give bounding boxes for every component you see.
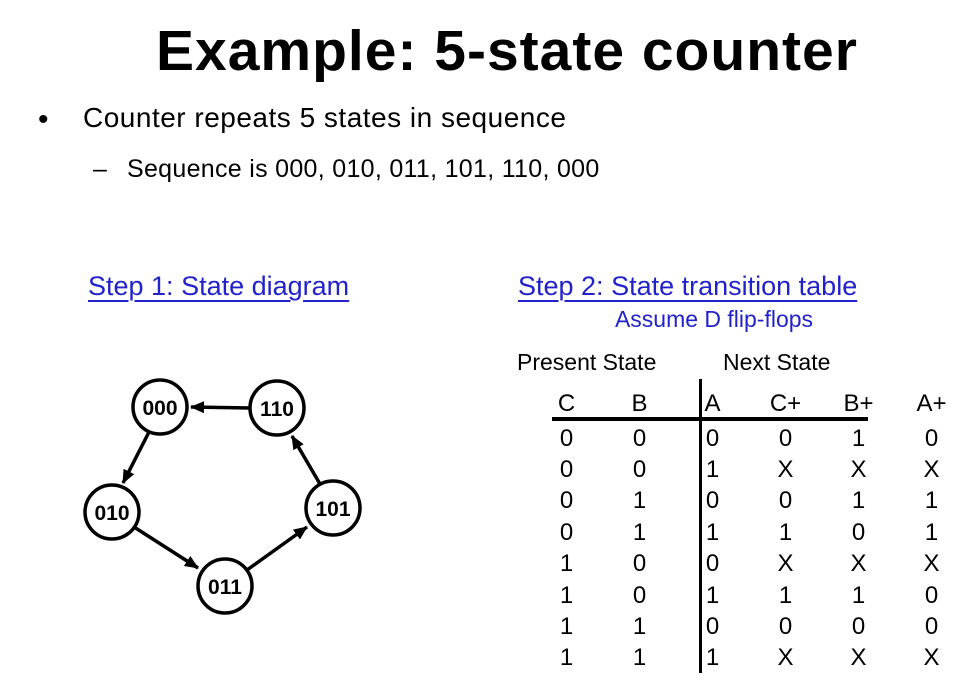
transition-table-header: C B A C+ B+ A+ <box>530 390 965 418</box>
table-cell: 1 <box>632 644 647 672</box>
table-cell: 0 <box>632 456 647 484</box>
table-cell: 1 <box>559 613 574 641</box>
table-cell: 0 <box>705 550 720 578</box>
table-cell: 0 <box>778 424 793 452</box>
state-node-110: 110 <box>248 379 306 437</box>
table-cell: 1 <box>778 581 793 609</box>
present-state-label: Present State <box>517 349 657 375</box>
table-cell: 1 <box>632 487 647 515</box>
bullet-marker-icon: • <box>38 103 49 136</box>
edge-010-to-011 <box>133 525 199 570</box>
table-cell: 1 <box>924 518 939 546</box>
table-cell: X <box>777 644 794 672</box>
table-vertical-rule <box>699 379 702 673</box>
table-cell: 1 <box>559 581 574 609</box>
column-header: B+ <box>843 390 874 417</box>
slide-title: Example: 5-state counter <box>156 19 858 83</box>
sub-bullet-text: Sequence is 000, 010, 011, 101, 110, 000 <box>127 155 600 183</box>
state-circle <box>248 379 306 437</box>
table-cell: 0 <box>632 550 647 578</box>
state-label: 000 <box>142 397 177 420</box>
table-cell: 0 <box>924 613 939 641</box>
edge-101-to-110 <box>290 435 322 485</box>
table-cell: 0 <box>924 581 939 609</box>
state-circle <box>196 557 254 615</box>
sub-bullet-dash-icon: – <box>93 155 107 183</box>
table-cell: 1 <box>559 550 574 578</box>
next-state-label: Next State <box>723 349 831 375</box>
table-cell: X <box>850 456 867 484</box>
table-cell: 1 <box>851 424 866 452</box>
table-cell: 1 <box>924 487 939 515</box>
table-cell: 1 <box>705 456 720 484</box>
table-cell: 0 <box>705 487 720 515</box>
table-cell: 0 <box>559 456 574 484</box>
state-circle <box>131 378 189 436</box>
state-label: 011 <box>208 576 242 599</box>
table-cell: 0 <box>632 424 647 452</box>
table-cell: 1 <box>705 518 720 546</box>
table-cell: X <box>777 456 794 484</box>
bullet-text: Counter repeats 5 states in sequence <box>83 102 567 133</box>
column-header: C <box>557 390 576 417</box>
table-cell: 0 <box>924 424 939 452</box>
step1-heading: Step 1: State diagram <box>88 271 350 301</box>
state-node-000: 000 <box>131 378 189 436</box>
table-cell: 1 <box>778 518 793 546</box>
column-header: A+ <box>916 390 947 417</box>
transition-table-body: 0 0 0 0 1 0 0 0 1 X X X 0 1 0 0 1 1 0 1 … <box>530 423 965 674</box>
table-cell: 0 <box>778 487 793 515</box>
table-cell: 0 <box>559 424 574 452</box>
edge-110-to-000 <box>190 401 251 414</box>
state-node-011: 011 <box>196 557 254 615</box>
state-circle <box>83 483 141 541</box>
assume-subheading: Assume D flip-flops <box>614 306 814 332</box>
state-node-101: 101 <box>304 479 362 537</box>
state-label: 101 <box>315 498 350 521</box>
table-cell: 1 <box>705 644 720 672</box>
table-cell: 1 <box>705 581 720 609</box>
table-cell: X <box>850 550 867 578</box>
table-header-rule <box>552 417 868 421</box>
table-cell: 0 <box>851 613 866 641</box>
table-cell: 1 <box>632 518 647 546</box>
step2-heading: Step 2: State transition table <box>518 271 858 301</box>
table-cell: 0 <box>559 487 574 515</box>
edge-000-to-010 <box>121 431 151 484</box>
table-cell: 1 <box>632 613 647 641</box>
table-cell: X <box>923 644 940 672</box>
table-cell: 0 <box>705 613 720 641</box>
table-cell: 1 <box>851 581 866 609</box>
table-cell: 0 <box>632 581 647 609</box>
table-cell: 0 <box>559 518 574 546</box>
state-label: 110 <box>260 398 294 421</box>
table-cell: X <box>850 644 867 672</box>
state-circle <box>304 479 362 537</box>
column-header: C+ <box>769 390 802 417</box>
column-header: B <box>631 390 648 417</box>
edge-011-to-101 <box>245 525 309 572</box>
state-label: 010 <box>94 502 129 525</box>
table-cell: X <box>777 550 794 578</box>
table-cell: 1 <box>559 644 574 672</box>
column-header: A <box>704 390 721 417</box>
table-cell: 0 <box>705 424 720 452</box>
table-cell: 0 <box>778 613 793 641</box>
table-cell: X <box>923 550 940 578</box>
state-node-010: 010 <box>83 483 141 541</box>
table-cell: 0 <box>851 518 866 546</box>
state-diagram: 000 110 010 101 011 <box>83 378 362 615</box>
table-cell: 1 <box>851 487 866 515</box>
table-cell: X <box>923 456 940 484</box>
